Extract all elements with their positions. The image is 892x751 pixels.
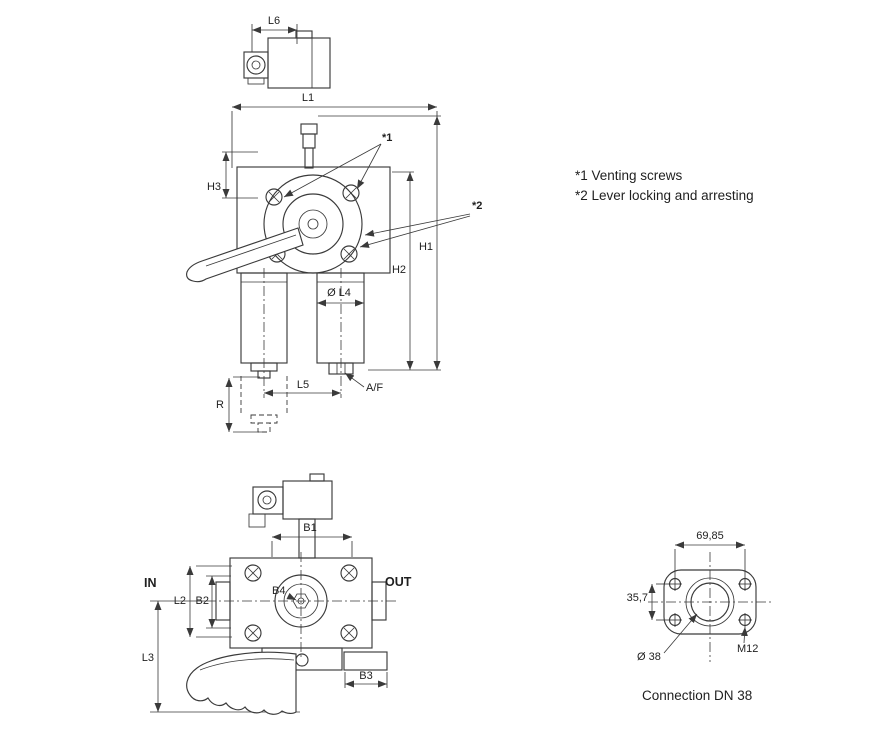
breather-plug [300, 123, 318, 169]
dim-label-af: A/F [366, 382, 383, 394]
dimension-h1: H1 [318, 115, 441, 371]
valve-body [236, 166, 391, 274]
dim-label-l3: L3 [142, 652, 154, 664]
dim-label-l1: L1 [302, 92, 314, 104]
dim-label-dia-38: Ø 38 [637, 651, 661, 663]
dim-label-r: R [216, 399, 224, 411]
dim-label-b4: B4 [272, 585, 285, 597]
callout-af: A/F [344, 372, 383, 394]
dim-label-h1: H1 [419, 241, 433, 253]
dim-label-69-85: 69,85 [696, 530, 724, 542]
dim-label-b3: B3 [359, 670, 372, 682]
dimension-h2: H2 [392, 171, 414, 370]
dimension-dia-l4: Ø L4 [317, 287, 364, 307]
flange-counterbore [685, 577, 735, 627]
dimension-b1: B1 [271, 522, 353, 557]
ref2-label: *2 [472, 200, 482, 212]
callout-b4: B4 [272, 585, 297, 601]
dimension-h3: H3 [207, 151, 258, 199]
dim-label-l6: L6 [268, 15, 280, 27]
bowl-removal-clearance [240, 376, 288, 433]
flange-caption: Connection DN 38 [642, 688, 752, 703]
callout-ref2: *2 [359, 200, 482, 248]
flange-bore [690, 582, 730, 622]
port-label-out: OUT [385, 575, 412, 589]
dim-label-m12: M12 [737, 643, 758, 655]
callout-m12: M12 [737, 626, 758, 655]
callout-ref1: *1 [283, 132, 392, 198]
flange-bolt-holes [668, 577, 752, 627]
ref1-label: *1 [382, 132, 392, 144]
dim-label-h3: H3 [207, 181, 221, 193]
flange-view: 69,85 35,7 M12 Ø 38 Connection DN 38 [627, 530, 772, 703]
dim-label-l5: L5 [297, 379, 309, 391]
plan-connector [248, 473, 333, 559]
dim-label-dia-l4: Ø L4 [327, 287, 351, 299]
dimension-b3: B3 [344, 670, 388, 688]
plan-corner-screws [244, 564, 358, 642]
dimension-r: R [216, 376, 262, 433]
detail-view-connector: L6 [243, 15, 331, 89]
dim-label-h2: H2 [392, 264, 406, 276]
port-label-in: IN [144, 576, 157, 590]
plan-view: B1 IN OUT [142, 473, 412, 715]
dimension-l5: L5 [264, 379, 341, 397]
dimension-bolt-spacing-vertical: 35,7 [627, 583, 668, 621]
callout-dia-38: Ø 38 [637, 613, 698, 663]
lever-handle [186, 227, 304, 283]
dimension-l1: L1 [231, 92, 438, 168]
dimension-bolt-spacing-horizontal: 69,85 [674, 530, 746, 577]
note-venting-screws: *1 Venting screws [575, 168, 683, 183]
dim-label-35-7: 35,7 [627, 592, 648, 604]
note-lever-locking: *2 Lever locking and arresting [575, 188, 754, 203]
dim-label-b1: B1 [303, 522, 316, 534]
plan-lever-handle [186, 651, 297, 715]
notes: *1 Venting screws *2 Lever locking and a… [575, 168, 754, 203]
flange-outline [663, 569, 757, 635]
front-view: L1 [186, 92, 482, 433]
